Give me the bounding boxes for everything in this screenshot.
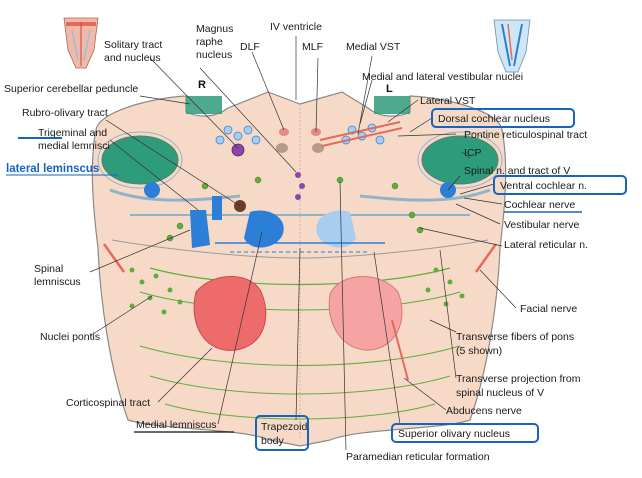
label-spinal-v: Spinal n. and tract of V — [464, 165, 570, 177]
label-lateral-lemniscus: lateral leminscus — [6, 163, 99, 175]
label-cochlear-nerve: Cochlear nerve — [504, 199, 575, 211]
label-transverse-fibers-2: (5 shown) — [456, 345, 502, 357]
labels: Solitary tract and nucleus Magnus raphe … — [4, 21, 627, 463]
label-trigeminal-1: Trigeminal and — [38, 127, 107, 139]
dorsal-cochlear-box — [431, 108, 575, 128]
tegmentum — [97, 121, 503, 253]
brainstem-icon-left — [63, 17, 99, 69]
label-solitary-2: and nucleus — [104, 52, 161, 64]
side-label-r: R — [198, 79, 206, 91]
label-dlf: DLF — [240, 41, 260, 53]
label-lateral-vst: Lateral VST — [420, 95, 476, 107]
label-spinal-lemniscus-2: lemniscus — [34, 276, 81, 288]
side-label-l: L — [386, 83, 393, 95]
label-dorsal-cochlear: Dorsal cochlear nucleus — [438, 113, 550, 125]
label-med-lat-vest: Medial and lateral vestibular nuclei — [362, 71, 523, 83]
label-lateral-reticular: Lateral reticular n. — [504, 239, 588, 251]
label-abducens: Abducens nerve — [446, 405, 522, 417]
label-transverse-fibers-1: Transverse fibers of pons — [456, 331, 574, 343]
label-icp: ICP — [464, 147, 482, 159]
label-iv-ventricle: IV ventricle — [270, 21, 322, 33]
leader-lines — [89, 36, 517, 451]
brainstem-icon-right — [493, 19, 531, 73]
label-spinal-lemniscus-1: Spinal — [34, 263, 63, 275]
ventral-cochlear-box — [493, 175, 627, 195]
label-trapezoid-2: body — [261, 435, 285, 447]
label-solitary-1: Solitary tract — [104, 39, 162, 51]
label-transverse-proj-2: spinal nucleus of V — [456, 387, 544, 399]
superior-olivary-box — [391, 423, 539, 443]
label-magnus-3: nucleus — [196, 49, 232, 61]
label-ventral-cochlear: Ventral cochlear n. — [500, 180, 587, 192]
label-vestibular-nerve: Vestibular nerve — [504, 219, 579, 231]
label-rubro-olivary: Rubro-olivary tract — [22, 107, 108, 119]
label-trigeminal-2: medial lemnisci — [38, 140, 110, 152]
label-medial-lemniscus: Medial lemniscus — [136, 419, 217, 431]
label-magnus-1: Magnus — [196, 23, 233, 35]
label-facial-nerve: Facial nerve — [520, 303, 577, 315]
label-pontine-ret: Pontine reticulospinal tract — [464, 129, 587, 141]
label-trapezoid-1: Trapezoid — [261, 421, 307, 433]
label-sup-cereb-ped: Superior cerebellar peduncle — [4, 83, 138, 95]
label-magnus-2: raphe — [196, 36, 223, 48]
label-corticospinal: Corticospinal tract — [66, 397, 150, 409]
label-mlf: MLF — [302, 41, 323, 53]
label-transverse-proj-1: Transverse projection from — [456, 373, 581, 385]
label-superior-olivary: Superior olivary nucleus — [398, 428, 510, 440]
trapezoid-box — [255, 415, 309, 451]
label-nuclei-pontis: Nuclei pontis — [40, 331, 100, 343]
label-paramedian: Paramedian reticular formation — [346, 451, 490, 463]
label-medial-vst: Medial VST — [346, 41, 401, 53]
